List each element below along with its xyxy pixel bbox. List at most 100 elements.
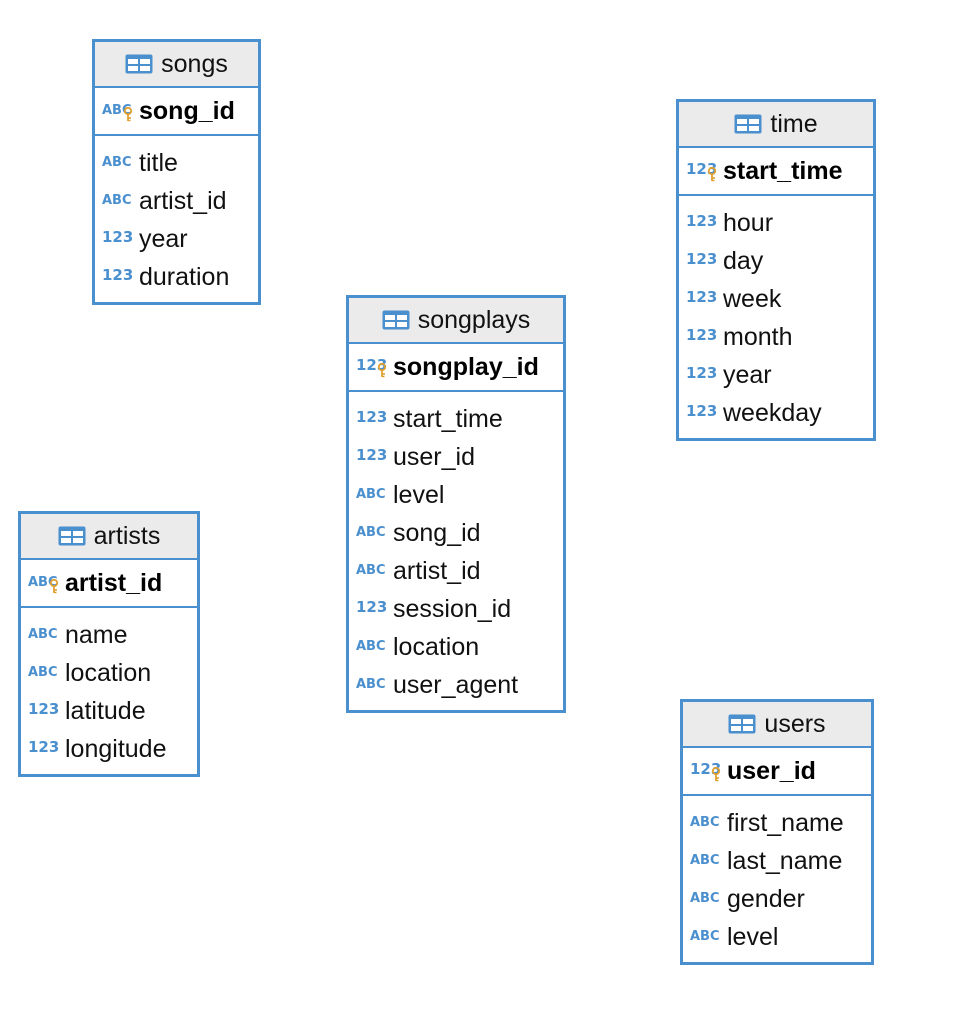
- abc-text-type-icon: ABC: [355, 560, 389, 582]
- svg-text:123: 123: [28, 700, 59, 718]
- column-name: level: [393, 480, 445, 509]
- column-row[interactable]: 123 duration: [95, 258, 258, 296]
- primary-key-icon: [707, 166, 717, 182]
- table-name: songs: [161, 49, 228, 78]
- column-row[interactable]: 123 week: [679, 280, 873, 318]
- 123-numeric-type-icon: 123: [685, 326, 719, 348]
- svg-text:123: 123: [686, 288, 717, 306]
- svg-text:ABC: ABC: [102, 155, 132, 170]
- column-name: start_time: [723, 156, 843, 185]
- svg-text:123: 123: [356, 408, 387, 426]
- abc-text-type-icon: ABC: [355, 674, 389, 696]
- svg-text:123: 123: [102, 266, 133, 284]
- column-name: song_id: [139, 96, 235, 125]
- table-header[interactable]: users: [683, 702, 871, 748]
- table-grid-icon: [728, 714, 756, 734]
- 123-numeric-type-icon: 123: [355, 598, 389, 620]
- table-header[interactable]: time: [679, 102, 873, 148]
- 123-numeric-type-icon: 123: [689, 760, 723, 782]
- svg-text:ABC: ABC: [102, 103, 132, 118]
- svg-text:123: 123: [28, 738, 59, 756]
- svg-text:ABC: ABC: [690, 929, 720, 944]
- svg-text:ABC: ABC: [356, 563, 386, 578]
- svg-text:123: 123: [686, 326, 717, 344]
- column-row[interactable]: ABC artist_id: [95, 182, 258, 220]
- abc-text-type-icon: ABC: [355, 636, 389, 658]
- table-header[interactable]: artists: [21, 514, 197, 560]
- svg-text:ABC: ABC: [690, 815, 720, 830]
- 123-numeric-type-icon: 123: [355, 356, 389, 378]
- table-grid-icon: [734, 114, 762, 134]
- svg-text:123: 123: [356, 598, 387, 616]
- abc-text-type-icon: ABC: [27, 572, 61, 594]
- table-header[interactable]: songplays: [349, 298, 563, 344]
- column-name: duration: [139, 262, 230, 291]
- primary-key-icon: [377, 362, 387, 378]
- column-name: user_id: [727, 756, 816, 785]
- column-name: artist_id: [65, 568, 163, 597]
- table-name: users: [764, 709, 826, 738]
- column-name: year: [723, 360, 772, 389]
- table-grid-icon: [58, 526, 86, 546]
- abc-text-type-icon: ABC: [27, 662, 61, 684]
- table-grid-icon: [382, 310, 410, 330]
- svg-text:ABC: ABC: [102, 193, 132, 208]
- abc-text-type-icon: ABC: [101, 152, 135, 174]
- svg-text:ABC: ABC: [690, 891, 720, 906]
- abc-text-type-icon: ABC: [689, 888, 723, 910]
- abc-text-type-icon: ABC: [689, 850, 723, 872]
- 123-numeric-type-icon: 123: [685, 288, 719, 310]
- table-header[interactable]: songs: [95, 42, 258, 88]
- primary-key-row[interactable]: ABC artist_id: [21, 560, 197, 608]
- svg-text:ABC: ABC: [356, 525, 386, 540]
- 123-numeric-type-icon: 123: [685, 250, 719, 272]
- svg-text:ABC: ABC: [28, 665, 58, 680]
- abc-text-type-icon: ABC: [689, 812, 723, 834]
- column-name: week: [723, 284, 782, 313]
- abc-text-type-icon: ABC: [355, 522, 389, 544]
- primary-key-row[interactable]: ABC song_id: [95, 88, 258, 136]
- svg-text:ABC: ABC: [28, 575, 58, 590]
- column-name: artist_id: [139, 186, 227, 215]
- svg-text:123: 123: [356, 446, 387, 464]
- 123-numeric-type-icon: 123: [101, 266, 135, 288]
- 123-numeric-type-icon: 123: [685, 402, 719, 424]
- abc-text-type-icon: ABC: [689, 926, 723, 948]
